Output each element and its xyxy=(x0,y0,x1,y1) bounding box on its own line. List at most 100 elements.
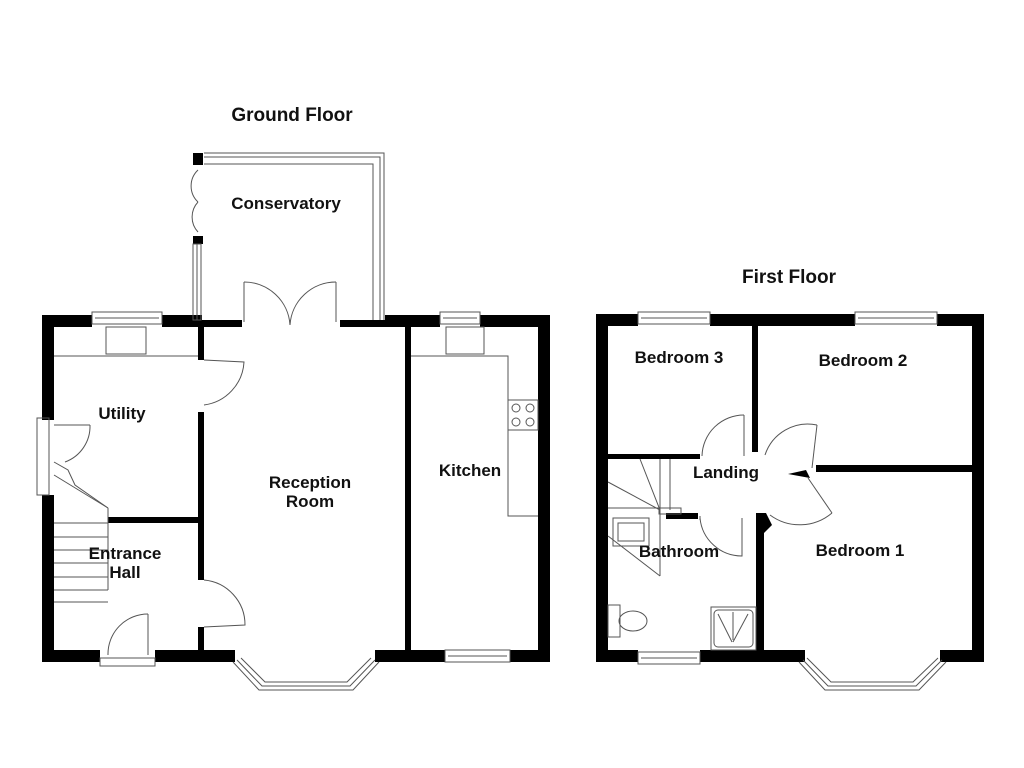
room-label-kitchen: Kitchen xyxy=(438,461,502,480)
shower-tray-inner xyxy=(713,609,754,648)
stair-line xyxy=(607,481,661,511)
stair-rail xyxy=(658,507,682,515)
ground-floor-plan xyxy=(42,153,550,662)
room-label-utility: Utility xyxy=(98,404,146,423)
wall xyxy=(42,315,92,327)
sink xyxy=(105,326,147,355)
door-swing xyxy=(699,517,743,557)
wall xyxy=(193,236,203,244)
worktop xyxy=(411,355,538,517)
door-swing xyxy=(203,359,245,406)
wall xyxy=(162,315,202,327)
window xyxy=(854,311,938,325)
front-door-threshold xyxy=(99,657,156,667)
shower-line xyxy=(717,613,733,643)
stairs-arrow xyxy=(53,461,109,509)
room-label-bedroom-1: Bedroom 1 xyxy=(815,541,905,560)
hob-ring xyxy=(525,403,535,413)
hob-ring xyxy=(525,417,535,427)
door-leaf xyxy=(807,477,833,514)
stair-line xyxy=(639,458,661,511)
door-swing xyxy=(769,512,833,526)
first-floor-details xyxy=(607,311,947,691)
window xyxy=(439,311,481,325)
ground-floor-title: Ground Floor xyxy=(231,105,353,126)
wall xyxy=(202,320,242,327)
wall xyxy=(940,650,984,662)
hob xyxy=(507,399,539,431)
bay-window xyxy=(240,657,372,683)
wall xyxy=(198,627,204,657)
wall xyxy=(198,320,204,360)
sink xyxy=(445,326,485,355)
basin xyxy=(612,517,650,547)
stair-line xyxy=(53,474,109,509)
wall xyxy=(42,495,54,662)
wall xyxy=(752,320,758,452)
shower-line xyxy=(732,613,749,643)
wall xyxy=(756,513,764,653)
door-swing xyxy=(191,201,199,233)
toilet-cistern xyxy=(607,604,621,638)
wall xyxy=(480,315,550,327)
bay-window xyxy=(236,659,376,687)
wall xyxy=(375,650,445,662)
door-swing xyxy=(701,414,745,457)
side-door-frame xyxy=(36,417,50,496)
wall xyxy=(666,513,698,519)
room-label-reception-room: Reception Room xyxy=(268,473,352,511)
first-floor-plan xyxy=(596,314,984,662)
bay-window xyxy=(806,657,939,683)
room-label-landing: Landing xyxy=(692,463,760,482)
room-label-bedroom-3: Bedroom 3 xyxy=(634,348,724,367)
wall xyxy=(155,650,235,662)
wall xyxy=(405,325,411,655)
door-swing xyxy=(107,613,149,656)
wall xyxy=(596,650,638,662)
door-swing xyxy=(289,281,337,326)
wall xyxy=(972,314,984,661)
room-label-bathroom: Bathroom xyxy=(638,542,720,561)
wall xyxy=(816,465,976,472)
conservatory-glazing xyxy=(204,156,381,320)
conservatory-glazing xyxy=(204,152,385,320)
basin-bowl xyxy=(617,522,645,542)
wall xyxy=(788,470,810,478)
bay-window xyxy=(798,661,947,691)
shower-tray xyxy=(710,606,757,651)
wall xyxy=(608,454,700,459)
window xyxy=(91,311,163,325)
room-label-entrance-hall: Entrance Hall xyxy=(88,544,162,582)
wall xyxy=(42,315,54,420)
wall xyxy=(596,314,608,661)
conservatory-glazing xyxy=(204,163,374,320)
hob-ring xyxy=(511,403,521,413)
window xyxy=(637,651,701,665)
door-swing xyxy=(203,579,246,628)
wall xyxy=(538,315,550,662)
toilet-bowl xyxy=(618,610,648,632)
wall xyxy=(385,315,440,327)
wall xyxy=(108,517,200,523)
ground-floor-details xyxy=(36,152,539,691)
wall xyxy=(756,513,772,533)
wall xyxy=(700,650,805,662)
door-swing xyxy=(190,169,199,203)
wall xyxy=(937,314,984,326)
door-swing xyxy=(243,281,291,326)
door-swing xyxy=(64,424,91,463)
bay-window xyxy=(802,659,943,687)
door-swing xyxy=(764,423,818,456)
wall xyxy=(42,650,100,662)
window xyxy=(444,649,511,663)
room-label-conservatory: Conservatory xyxy=(231,194,341,213)
room-label-bedroom-2: Bedroom 2 xyxy=(818,351,908,370)
wall xyxy=(193,153,203,165)
wall xyxy=(710,314,855,326)
window xyxy=(637,311,711,325)
door-leaf xyxy=(811,424,818,469)
hob-ring xyxy=(511,417,521,427)
wall xyxy=(198,412,204,580)
wall xyxy=(596,314,638,326)
